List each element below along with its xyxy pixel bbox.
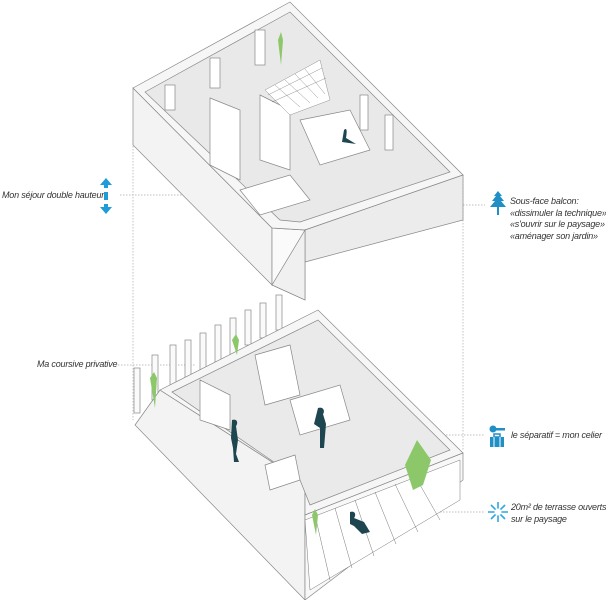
figure-sitting: [342, 129, 356, 144]
terrace-deck: [304, 459, 461, 591]
label-coursive: Ma coursive privative: [37, 359, 118, 369]
upper-floor: [132, 1, 464, 301]
label-separatif: le séparatif = mon celier: [511, 430, 602, 440]
terrasse-line: sur le paysage: [511, 513, 567, 524]
key-suitcase-icon: [489, 425, 505, 447]
plant: [278, 32, 283, 65]
balcon-line: «s'ouvrir sur le paysage»: [510, 219, 605, 229]
lower-floor: [133, 294, 464, 600]
figures: [231, 407, 370, 534]
double-arrow-icon: [100, 178, 112, 214]
terrasse-line: 20m² de terrasse ouverts: [511, 502, 606, 512]
balcon-line: Sous-face balcon:: [510, 196, 579, 206]
tree-icon: [490, 191, 506, 215]
label-balcon: Sous-face balcon: «dissimuler la techniq…: [510, 196, 606, 242]
label-sejour: Mon séjour double hauteur: [2, 190, 105, 200]
sun-icon: [488, 502, 508, 522]
label-terrasse: 20m² de terrasse ouverts sur le paysage: [511, 502, 606, 525]
plants: [150, 334, 431, 535]
balcon-line: «aménager son jardin»: [510, 230, 598, 241]
balcon-line: «dissimuler la technique»: [510, 207, 606, 218]
